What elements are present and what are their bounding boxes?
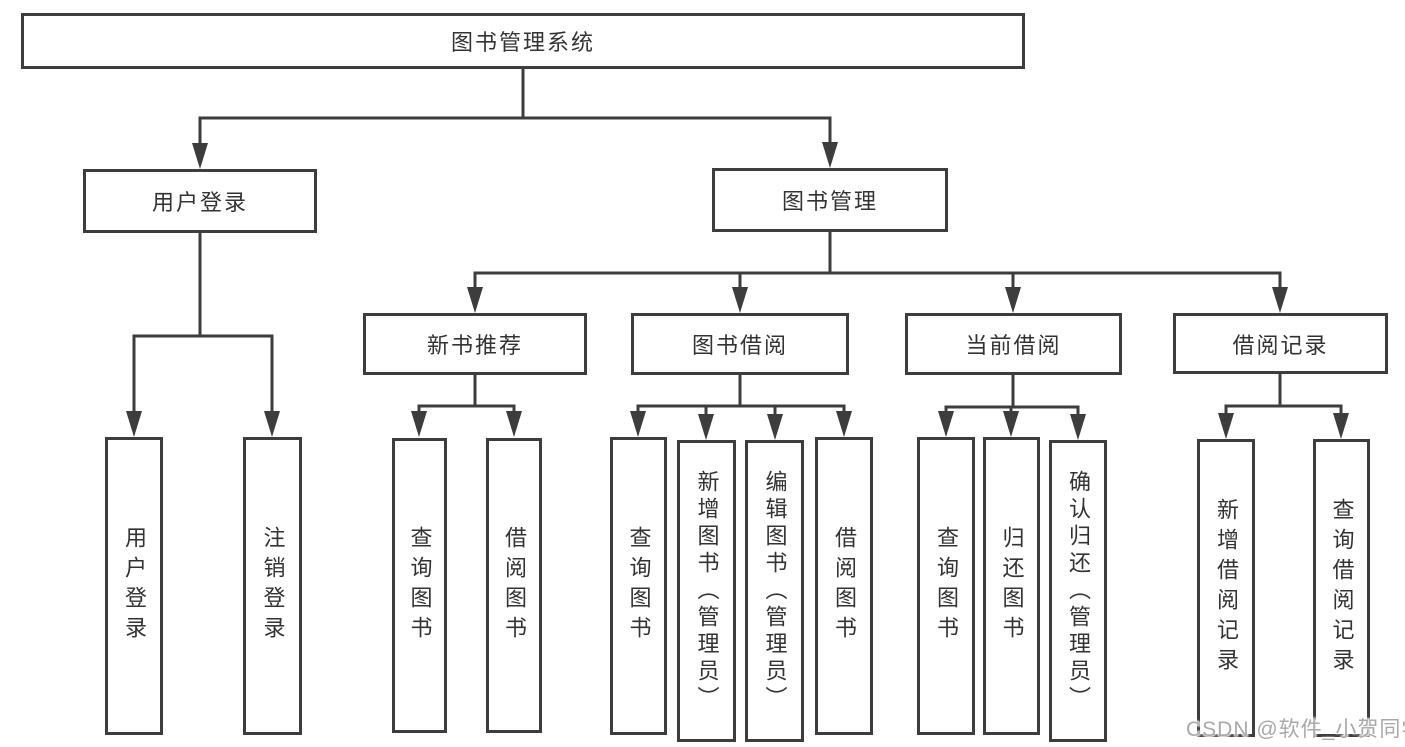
node-root: 图书管理系统 bbox=[21, 13, 1025, 69]
node-new-book-recommend: 新书推荐 bbox=[363, 313, 587, 375]
arrowhead-icon bbox=[1333, 413, 1349, 439]
leaf-add-borrow-record: 新增借阅记录 bbox=[1197, 439, 1255, 737]
arrowhead-icon bbox=[1070, 414, 1086, 440]
arrowhead-icon bbox=[836, 411, 852, 437]
arrowhead-icon bbox=[506, 411, 522, 437]
arrowhead-icon bbox=[411, 411, 427, 437]
leaf-label: 注销登录 bbox=[260, 526, 286, 646]
arrowhead-icon bbox=[467, 287, 483, 313]
leaf-label: 查询图书 bbox=[934, 526, 959, 646]
leaf-label: 编辑图书（管理员） bbox=[762, 469, 788, 713]
leaf-label: 查询图书 bbox=[626, 526, 652, 646]
leaf-label: 查询图书 bbox=[407, 525, 433, 646]
leaf-label: 借阅图书 bbox=[502, 525, 527, 646]
arrowhead-icon bbox=[126, 411, 142, 437]
leaf-return-books: 归还图书 bbox=[983, 437, 1040, 735]
arrowhead-icon bbox=[264, 411, 280, 437]
leaf-borrow-books-1: 借阅图书 bbox=[486, 438, 542, 733]
node-user-login: 用户登录 bbox=[83, 169, 317, 233]
leaf-logout: 注销登录 bbox=[243, 437, 302, 735]
leaf-confirm-return-admin: 确认归还（管理员） bbox=[1049, 440, 1107, 742]
leaf-query-books-1: 查询图书 bbox=[392, 438, 447, 733]
leaf-label: 借阅图书 bbox=[832, 526, 857, 646]
arrowhead-icon bbox=[1272, 287, 1288, 313]
arrowhead-icon bbox=[732, 287, 748, 313]
leaf-query-books-3: 查询图书 bbox=[917, 437, 975, 735]
connector-paths bbox=[132, 67, 1343, 420]
leaf-user-login: 用户登录 bbox=[105, 437, 163, 735]
watermark: CSDN @软件_小贺同学 bbox=[1186, 718, 1405, 741]
leaf-label: 新增借阅记录 bbox=[1214, 498, 1239, 678]
leaf-edit-books-admin: 编辑图书（管理员） bbox=[745, 440, 804, 742]
node-borrow-records: 借阅记录 bbox=[1173, 313, 1388, 374]
leaf-add-books-admin: 新增图书（管理员） bbox=[677, 440, 736, 742]
leaf-label: 查询借阅记录 bbox=[1329, 498, 1355, 678]
arrowhead-icon bbox=[698, 414, 714, 440]
arrowhead-icon bbox=[192, 143, 208, 169]
arrowhead-icon bbox=[1005, 287, 1021, 313]
arrowhead-icon bbox=[938, 411, 954, 437]
leaf-label: 新增图书（管理员） bbox=[694, 469, 720, 713]
arrowhead-icon bbox=[767, 414, 783, 440]
leaf-borrow-books-2: 借阅图书 bbox=[815, 437, 873, 735]
leaf-label: 确认归还（管理员） bbox=[1066, 469, 1091, 713]
arrowhead-icon bbox=[1218, 413, 1234, 439]
leaf-query-borrow-record: 查询借阅记录 bbox=[1313, 439, 1370, 737]
leaf-label: 归还图书 bbox=[999, 526, 1025, 646]
node-current-borrow: 当前借阅 bbox=[905, 313, 1122, 375]
arrowheads bbox=[126, 142, 1349, 440]
node-book-borrow: 图书借阅 bbox=[631, 313, 849, 375]
node-book-management: 图书管理 bbox=[712, 168, 948, 232]
leaf-query-books-2: 查询图书 bbox=[610, 437, 667, 735]
arrowhead-icon bbox=[630, 411, 646, 437]
leaf-label: 用户登录 bbox=[122, 526, 147, 646]
arrowhead-icon bbox=[1003, 411, 1019, 437]
arrowhead-icon bbox=[822, 142, 838, 168]
